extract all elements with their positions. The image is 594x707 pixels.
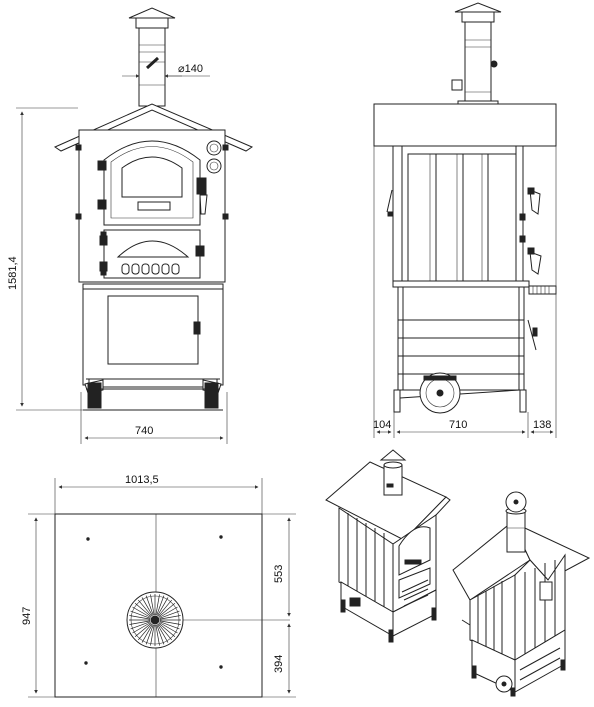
- top-lower-label: 394: [273, 655, 285, 673]
- front-view: ⌀140 1581,4 740: [7, 7, 254, 444]
- cap-vane-line: [150, 624, 155, 646]
- side-oven-body: [386, 145, 542, 282]
- cap-vane-line: [156, 595, 165, 616]
- height-dimension: 1581,4: [7, 107, 86, 411]
- cap-vane-line: [132, 622, 151, 634]
- cap-vane-line: [158, 603, 176, 618]
- cap-vane-line: [157, 623, 172, 641]
- front-roof: [53, 103, 254, 152]
- front-oven-body: [75, 129, 229, 283]
- width-dimension: 740: [80, 392, 228, 444]
- cap-vane-line: [158, 622, 176, 637]
- top-depth-label: 947: [21, 607, 33, 625]
- cap-vane-line: [156, 624, 165, 645]
- flue-diameter-dimension: ⌀140: [122, 63, 210, 78]
- side-chimney: [451, 2, 502, 109]
- cap-vane-line: [134, 603, 152, 618]
- cap-vane-line: [159, 622, 178, 634]
- cap-vane-line: [145, 624, 154, 645]
- cap-vane-line: [150, 594, 155, 616]
- cap-vane-line: [130, 610, 151, 619]
- cap-vane-line: [141, 624, 153, 643]
- side-mid-label: 710: [449, 419, 467, 431]
- height-label: 1581,4: [7, 256, 19, 290]
- cap-vane-line: [159, 621, 180, 630]
- cap-vane-line: [132, 606, 151, 618]
- top-view: 1013,5 947 553 394: [21, 474, 296, 698]
- cap-vane-line: [157, 599, 172, 617]
- isometric-view-rear: [452, 491, 591, 697]
- front-vent-slots: [121, 263, 180, 275]
- side-roof: [373, 103, 557, 147]
- cap-vane-line: [159, 615, 181, 620]
- cap-vane-line: [159, 606, 178, 618]
- side-view: 104 710 138: [373, 2, 557, 438]
- top-width-label: 1013,5: [125, 474, 159, 486]
- front-chimney: [128, 7, 176, 107]
- isometric-view-front: [325, 449, 451, 643]
- cap-vane-line: [159, 620, 181, 625]
- cap-vane-line: [155, 624, 160, 646]
- side-left-label: 104: [373, 419, 391, 431]
- cap-vane-line: [141, 597, 153, 616]
- side-right-label: 138: [533, 419, 551, 431]
- flue-diameter-label: ⌀140: [178, 63, 203, 75]
- width-label: 740: [135, 425, 153, 437]
- side-dimensions: 104 710 138: [373, 146, 557, 438]
- top-upper-label: 553: [273, 565, 285, 583]
- cap-vane-line: [130, 621, 151, 630]
- cap-vane-line: [145, 595, 154, 616]
- cap-vane-line: [157, 624, 169, 643]
- cap-vane-line: [159, 610, 180, 619]
- cap-vane-line: [157, 597, 169, 616]
- side-stand: [392, 280, 557, 414]
- cap-vane-line: [138, 623, 153, 641]
- cap-vane-line: [138, 599, 153, 617]
- cap-vane-line: [155, 594, 160, 616]
- cap-vane-line: [129, 620, 151, 625]
- cap-vane-line: [134, 622, 152, 637]
- top-chimney-cap: [126, 591, 184, 649]
- cap-vane-line: [129, 615, 151, 620]
- front-stand: [82, 283, 224, 411]
